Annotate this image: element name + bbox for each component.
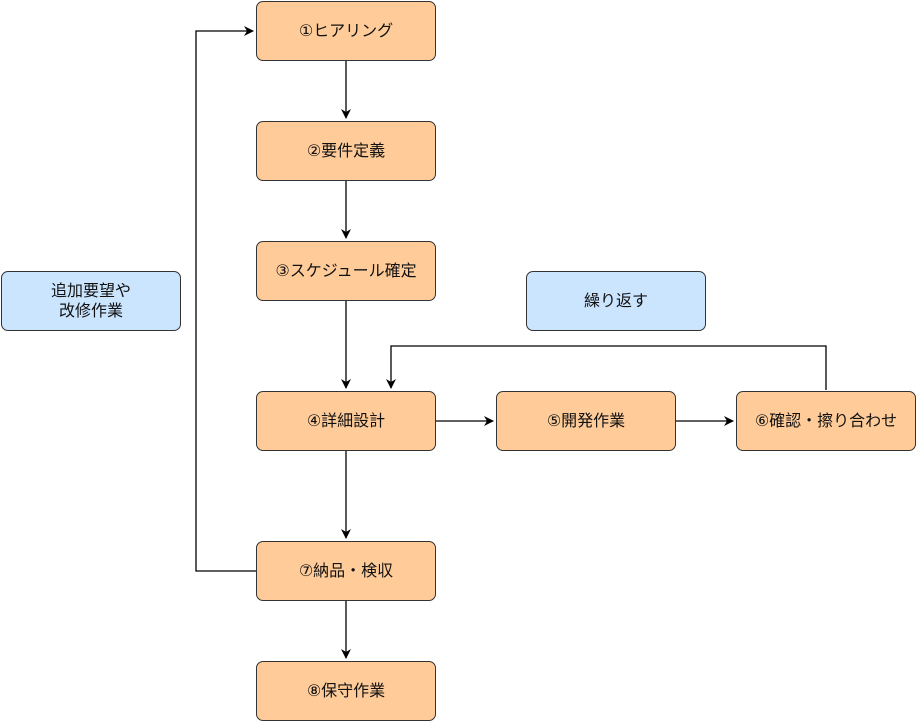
note-additional-requests-line2: 改修作業 xyxy=(58,301,123,320)
step-development-label: ⑤開発作業 xyxy=(546,411,626,430)
step-requirements-definition[interactable]: ②要件定義 xyxy=(256,121,436,181)
connector-delivery-feedback-to-hearing xyxy=(195,26,256,572)
step-detailed-design-label: ④詳細設計 xyxy=(306,411,386,430)
note-additional-requests[interactable]: 追加要望や 改修作業 xyxy=(1,271,181,331)
step-hearing-label: ①ヒアリング xyxy=(298,21,394,40)
note-additional-requests-line1: 追加要望や xyxy=(50,281,131,300)
step-review-alignment[interactable]: ⑥確認・擦り合わせ xyxy=(736,391,916,451)
step-maintenance[interactable]: ⑧保守作業 xyxy=(256,661,436,721)
connector-review-loop-to-detailed-design xyxy=(386,345,827,390)
note-repeat-label: 繰り返す xyxy=(583,291,648,310)
step-review-alignment-label: ⑥確認・擦り合わせ xyxy=(754,411,898,430)
note-repeat[interactable]: 繰り返す xyxy=(526,271,706,331)
step-delivery-acceptance[interactable]: ⑦納品・検収 xyxy=(256,541,436,601)
step-schedule-confirmation[interactable]: ③スケジュール確定 xyxy=(256,241,436,301)
step-development[interactable]: ⑤開発作業 xyxy=(496,391,676,451)
step-schedule-confirmation-label: ③スケジュール確定 xyxy=(275,261,417,280)
step-delivery-acceptance-label: ⑦納品・検収 xyxy=(298,561,394,580)
step-maintenance-label: ⑧保守作業 xyxy=(306,681,386,700)
step-detailed-design[interactable]: ④詳細設計 xyxy=(256,391,436,451)
step-requirements-definition-label: ②要件定義 xyxy=(306,141,386,160)
step-hearing[interactable]: ①ヒアリング xyxy=(256,1,436,61)
